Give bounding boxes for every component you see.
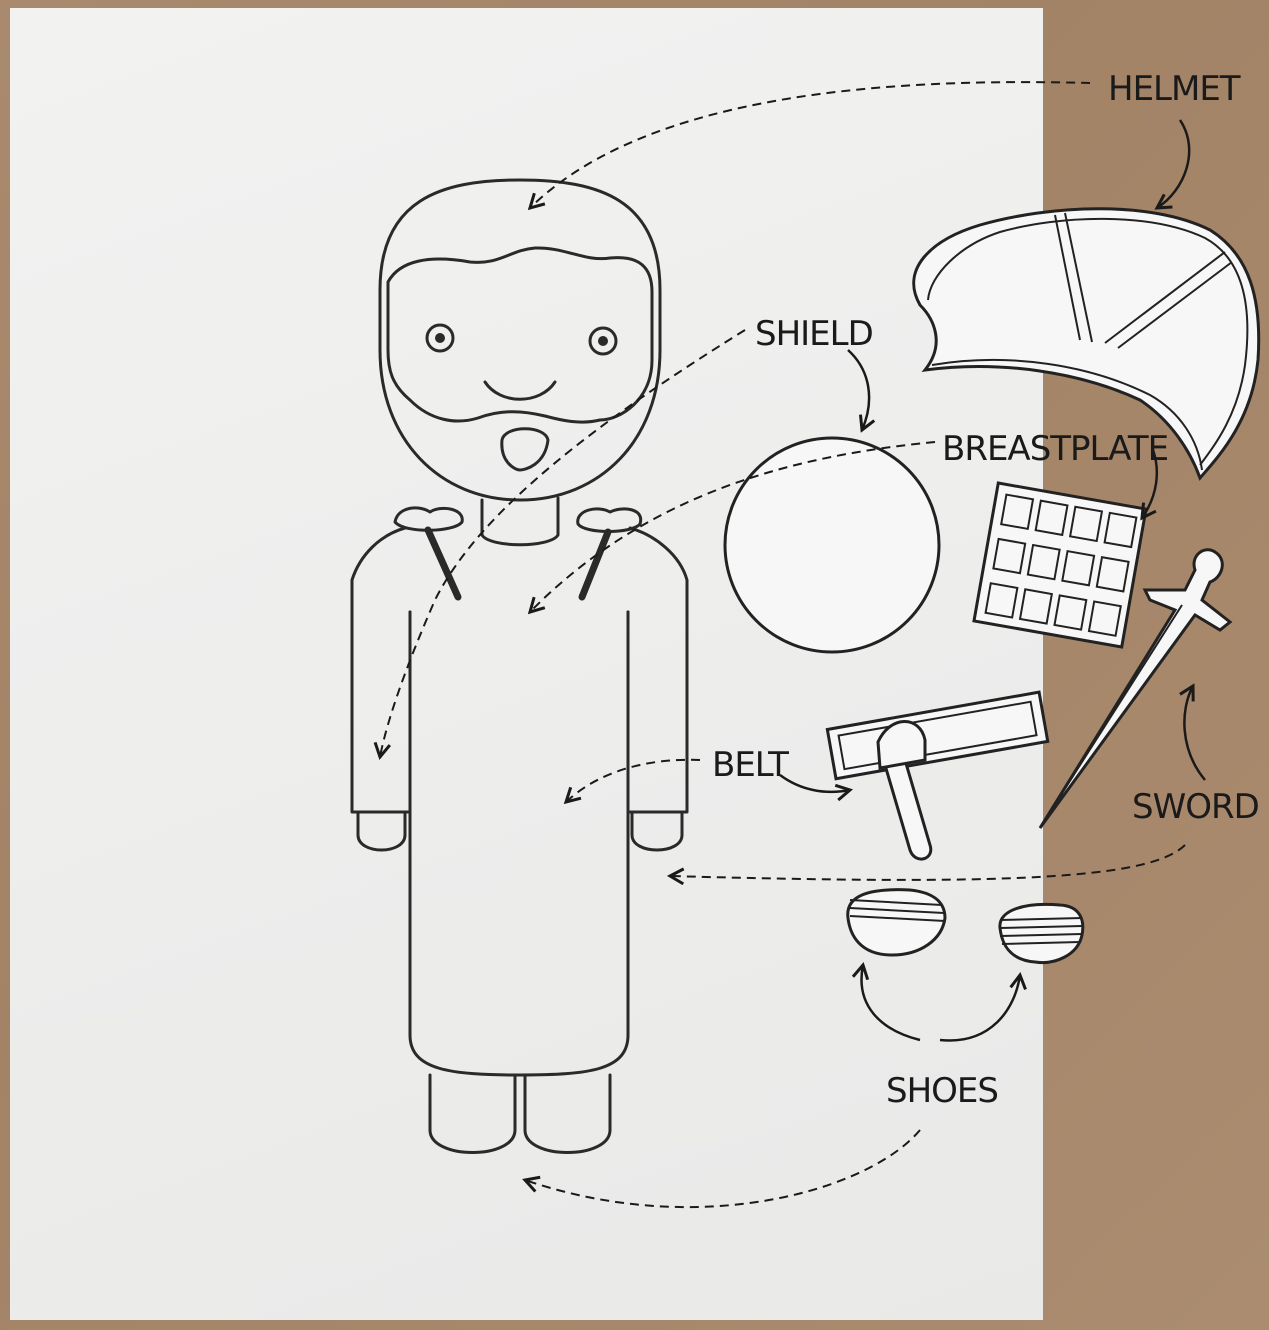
shield-cutout[interactable] bbox=[725, 438, 939, 652]
breastplate-cutout[interactable] bbox=[974, 483, 1146, 647]
label-sword: SWORD bbox=[1132, 787, 1259, 827]
label-shield: SHIELD bbox=[755, 314, 873, 354]
mouth bbox=[502, 429, 548, 470]
arrow-helmet bbox=[530, 82, 1090, 208]
left-foot bbox=[430, 1075, 515, 1153]
label-helmet: HELMET bbox=[1108, 69, 1241, 109]
label-shoes: SHOES bbox=[886, 1071, 998, 1111]
person-figure bbox=[352, 180, 687, 1153]
belt-cutout[interactable] bbox=[827, 692, 1047, 859]
right-foot bbox=[525, 1075, 610, 1153]
right-shoulder-pad bbox=[578, 509, 641, 532]
shoe-right-cutout[interactable] bbox=[1000, 904, 1083, 962]
arrow-belt bbox=[566, 760, 700, 802]
shoe-left-cutout[interactable] bbox=[848, 890, 945, 955]
right-hand bbox=[632, 812, 682, 850]
left-hand bbox=[358, 812, 405, 850]
tunic bbox=[352, 528, 687, 1075]
smile bbox=[485, 382, 555, 399]
arrow-shoes bbox=[525, 1130, 920, 1207]
label-belt: BELT bbox=[712, 745, 789, 785]
head-outline bbox=[380, 180, 660, 500]
label-breastplate: BREASTPLATE bbox=[942, 429, 1168, 469]
